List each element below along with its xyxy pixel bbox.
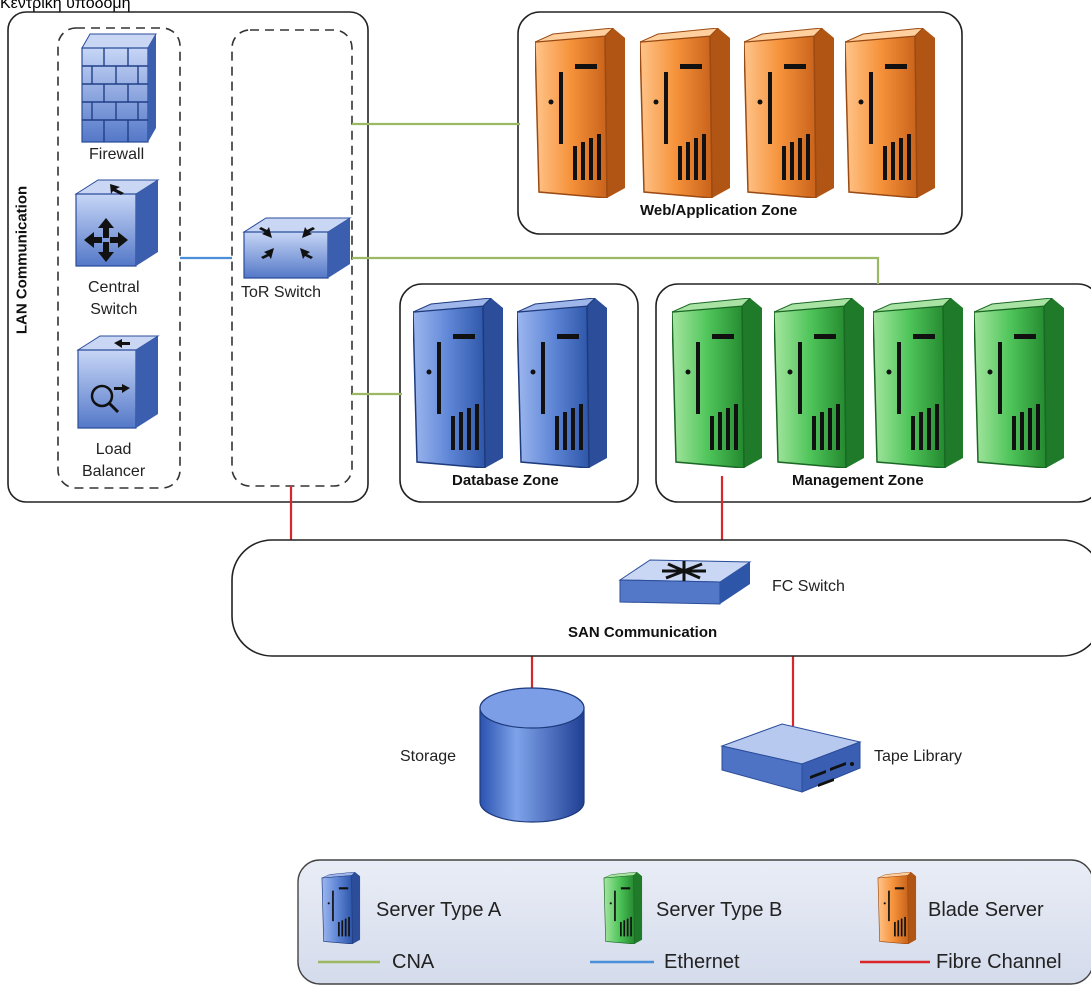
legend-fibre-channel: Fibre Channel bbox=[936, 951, 1062, 973]
load-balancer-icon bbox=[76, 335, 160, 429]
fc-switch-label: FC Switch bbox=[772, 578, 845, 595]
server-type-b-icon bbox=[672, 298, 762, 468]
storage-icon bbox=[479, 687, 585, 823]
server-type-b-icon bbox=[873, 298, 963, 468]
tape-library-icon bbox=[720, 723, 862, 793]
fc-switch-icon bbox=[618, 559, 752, 605]
legend-ethernet: Ethernet bbox=[664, 951, 740, 973]
firewall-label: Firewall bbox=[89, 146, 145, 163]
legend-server-type-a: Server Type A bbox=[376, 899, 502, 921]
database-zone-title: Database Zone bbox=[452, 472, 559, 489]
web-application-zone-title: Web/Application Zone bbox=[640, 202, 798, 219]
central-switch-icon bbox=[74, 179, 160, 267]
tor-switch-icon bbox=[242, 217, 352, 279]
blade-server-icon bbox=[535, 28, 625, 198]
firewall-icon bbox=[81, 33, 157, 143]
blade-server-icon bbox=[640, 28, 730, 198]
legend-blade-server: Blade Server bbox=[928, 899, 1044, 921]
lan-devices-dashed-group bbox=[57, 27, 181, 489]
server-type-b-icon bbox=[774, 298, 864, 468]
legend-server-type-b: Server Type B bbox=[656, 899, 783, 921]
server-type-a-icon bbox=[517, 298, 607, 468]
management-zone-title: Management Zone bbox=[792, 472, 924, 489]
lan-communication-title: LAN Communication bbox=[13, 185, 31, 335]
tor-switch-label: ToR Switch bbox=[241, 284, 322, 301]
central-switch-label: Central Switch bbox=[88, 279, 140, 318]
san-communication-title: SAN Communication bbox=[568, 624, 718, 641]
server-type-b-legend-icon bbox=[603, 872, 643, 944]
legend-cna: CNA bbox=[392, 951, 435, 973]
blade-server-icon bbox=[744, 28, 834, 198]
server-type-b-icon bbox=[974, 298, 1064, 468]
tape-library-label: Tape Library bbox=[874, 748, 963, 765]
blade-server-icon bbox=[845, 28, 935, 198]
cna-connections bbox=[352, 122, 880, 396]
storage-label: Storage bbox=[400, 748, 457, 765]
load-balancer-label: Load Balancer bbox=[82, 441, 146, 480]
page-caption: Κεντρική υποδομή bbox=[0, 0, 131, 12]
server-type-a-icon bbox=[413, 298, 503, 468]
server-type-a-legend-icon bbox=[321, 872, 361, 944]
blade-server-legend-icon bbox=[877, 872, 917, 944]
